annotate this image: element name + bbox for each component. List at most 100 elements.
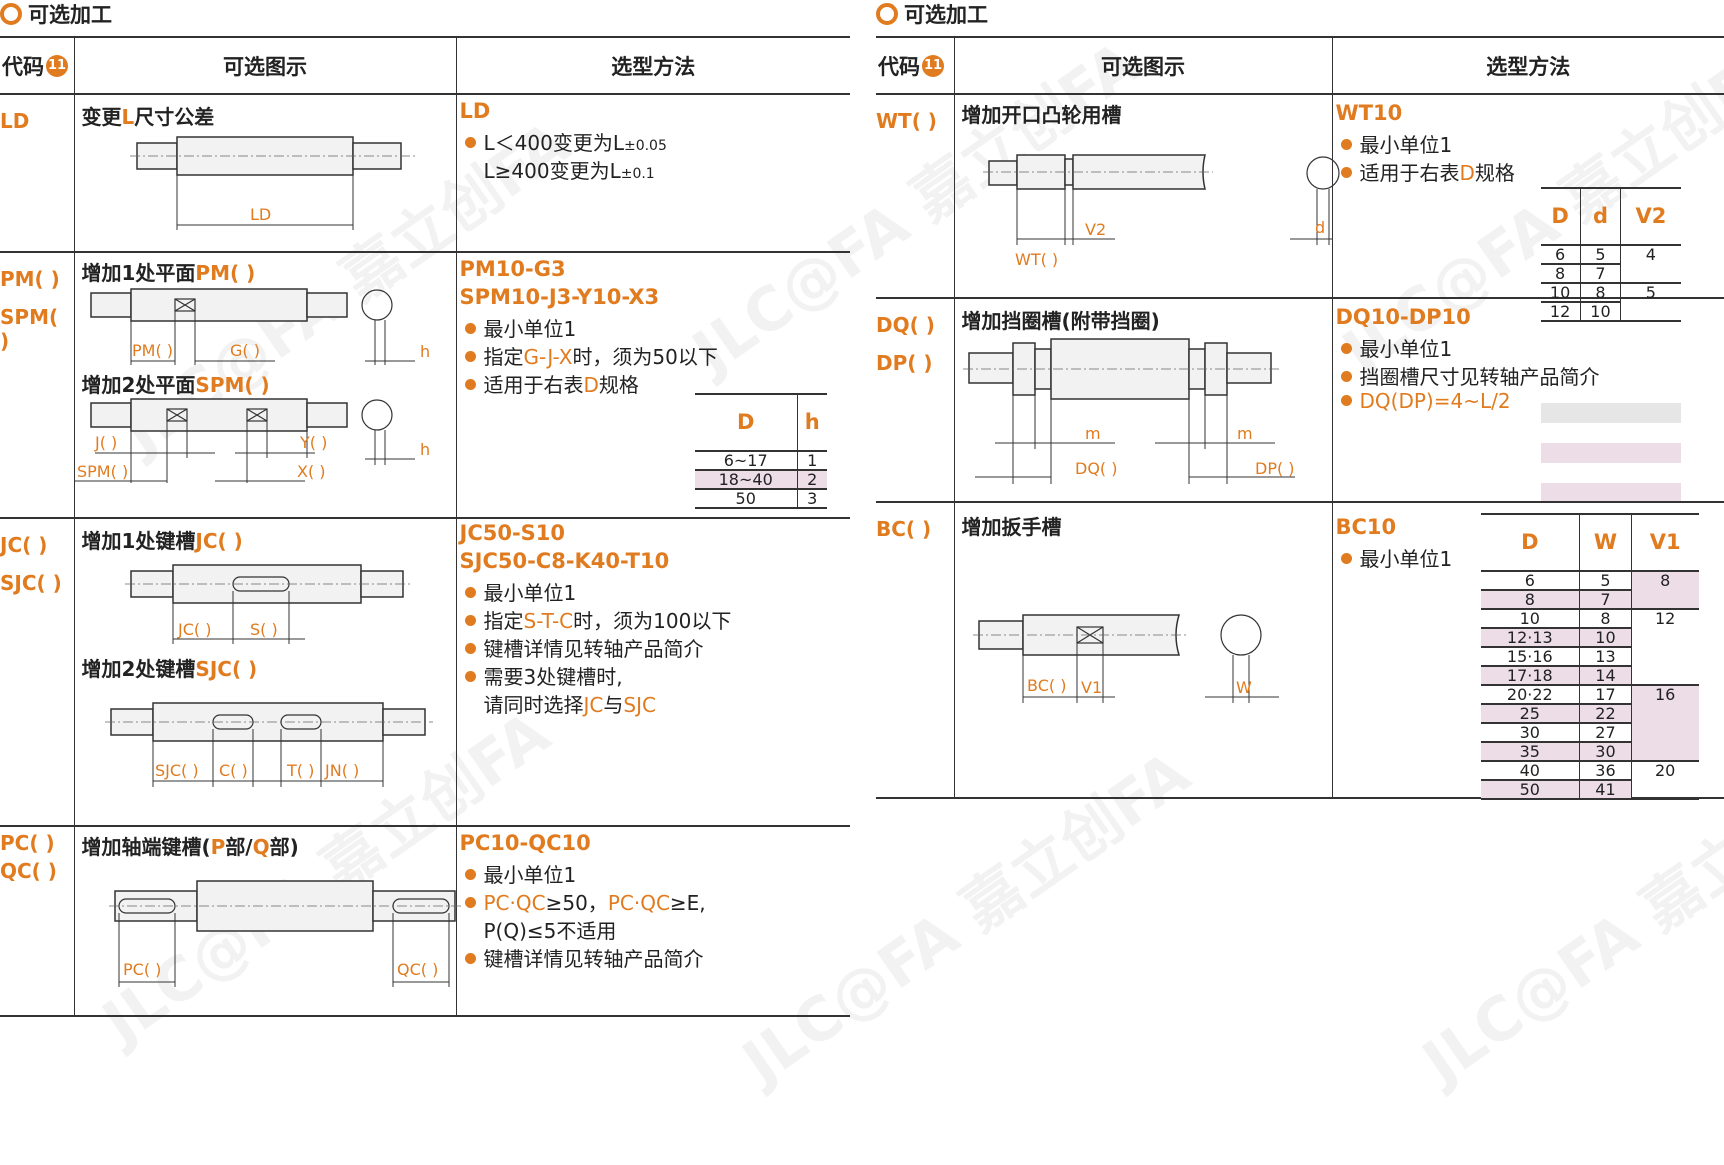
row-pm: PM( )SPM( ) 增加1处平面PM( ) 增加2处平面SPM( ) PM(… xyxy=(0,252,850,519)
shaft-drawing-bc: BC( ) V1 W xyxy=(972,614,1279,703)
decor-band xyxy=(1540,403,1681,423)
dim-label: JC( ) xyxy=(177,620,211,639)
bullet-item: 挡圈槽尺寸见转轴产品简介 xyxy=(1341,361,1600,390)
selection-code: PC10-QC10 xyxy=(459,831,591,855)
dim-label: T( ) xyxy=(286,761,314,780)
dim-label: DP( ) xyxy=(1255,459,1295,478)
figure-label: 变更L尺寸公差 xyxy=(81,105,215,129)
selection-code: LD xyxy=(459,99,491,123)
bullet-item: PC·QC≥50，PC·QC≥E, xyxy=(465,887,706,916)
section-title-left: 可选加工 xyxy=(0,0,112,28)
bullet-item: 适用于右表D规格 xyxy=(465,369,639,398)
dim-label: W xyxy=(1236,678,1252,697)
bullet-item: 键槽详情见转轴产品简介 xyxy=(465,633,704,662)
row-wt: WT( ) 增加开口凸轮用槽 V2 WT( ) d WT10 最小单位1 xyxy=(876,94,1724,322)
figure-label: 增加开口凸轮用槽 xyxy=(961,103,1122,127)
selection-code: SPM10-J3-Y10-X3 xyxy=(459,285,660,309)
bullet-item: 最小单位1 xyxy=(1341,333,1453,362)
figure-label: 增加2处平面SPM( ) xyxy=(81,373,270,397)
bullet-item: P(Q)≤5不适用 xyxy=(483,919,617,943)
dim-label: PC( ) xyxy=(123,960,161,979)
code-jc: JC( )SJC( ) xyxy=(0,518,75,827)
dim-label: S( ) xyxy=(250,620,278,639)
figure-label: 增加2处键槽SJC( ) xyxy=(81,657,258,681)
bullet-item: 适用于右表D规格 xyxy=(1341,157,1515,186)
selection-code: JC50-S10 xyxy=(459,521,566,545)
code-bc: BC( ) xyxy=(876,502,955,799)
dim-label: BC( ) xyxy=(1027,676,1066,695)
header-method: 选型方法 xyxy=(455,36,850,95)
decor-band xyxy=(1540,483,1681,501)
dim-label: V1 xyxy=(1081,678,1102,697)
dim-label: h xyxy=(420,342,430,361)
dim-label: d xyxy=(1315,218,1325,237)
header-figure: 可选图示 xyxy=(73,36,457,95)
figure-label: 增加挡圈槽(附带挡圈) xyxy=(961,309,1160,333)
dim-label: J( ) xyxy=(94,433,117,452)
decor-band xyxy=(1540,443,1681,463)
dim-label: V2 xyxy=(1085,220,1106,239)
code-dq: DQ( )DP( ) xyxy=(876,298,955,503)
dim-label: JN( ) xyxy=(324,761,359,780)
bullet-item: L＜400变更为L±0.05 xyxy=(465,127,667,156)
header-method: 选型方法 xyxy=(1331,36,1724,95)
method-ld: LD L＜400变更为L±0.05 L≥400变更为L±0.1 xyxy=(455,94,850,253)
dim-label: DQ( ) xyxy=(1075,459,1117,478)
figure-ld: 变更L尺寸公差 LD xyxy=(73,94,457,253)
bullet-item: DQ(DP)=4~L/2 xyxy=(1341,389,1511,413)
dim-label: h xyxy=(420,440,430,459)
dim-label: Y( ) xyxy=(299,433,327,452)
shaft-drawing-ld: LD xyxy=(129,136,415,230)
dim-label: X( ) xyxy=(297,462,326,481)
method-pm: PM10-G3 SPM10-J3-Y10-X3 最小单位1 指定G-J-X时，须… xyxy=(455,252,850,519)
figure-label: 增加扳手槽 xyxy=(961,515,1062,539)
ring-icon xyxy=(0,3,22,25)
bullet-item: 最小单位1 xyxy=(465,313,577,342)
method-pc: PC10-QC10 最小单位1 PC·QC≥50，PC·QC≥E, P(Q)≤5… xyxy=(455,826,850,1017)
figure-pm: 增加1处平面PM( ) 增加2处平面SPM( ) PM( ) G( ) h xyxy=(73,252,457,519)
row-dq: DQ( )DP( ) 增加挡圈槽(附带挡圈) m m DQ( ) DP( ) xyxy=(876,298,1724,503)
code-pc: PC( )QC( ) xyxy=(0,826,75,1017)
figure-label: 增加轴端键槽(P部/Q部) xyxy=(81,835,299,859)
code-ld: LD xyxy=(0,94,75,253)
code-pm: PM( )SPM( ) xyxy=(0,252,75,519)
section-title-text: 可选加工 xyxy=(28,3,112,27)
dim-label: C( ) xyxy=(219,761,248,780)
dim-label: SJC( ) xyxy=(155,761,199,780)
shaft-drawing-jc: JC( ) S( ) SJC( ) C( ) T( ) JN( ) xyxy=(104,564,433,787)
bullet-item: 指定G-J-X时，须为50以下 xyxy=(465,341,718,370)
badge-11: 11 xyxy=(922,54,944,77)
figure-dq: 增加挡圈槽(附带挡圈) m m DQ( ) DP( ) xyxy=(953,298,1333,503)
bullet-item: L≥400变更为L±0.1 xyxy=(483,159,655,183)
bullet-item: 最小单位1 xyxy=(465,859,577,888)
dim-label: QC( ) xyxy=(397,960,438,979)
row-ld: LD 变更L尺寸公差 LD LD L＜400变更为L±0.05 L≥400变更为… xyxy=(0,94,850,253)
bullet-item: 请同时选择JC与SJC xyxy=(483,693,656,717)
selection-code: SJC50-C8-K40-T10 xyxy=(459,549,670,573)
selection-code: DQ10-DP10 xyxy=(1335,305,1471,329)
dim-label: G( ) xyxy=(230,341,260,360)
selection-code: WT10 xyxy=(1335,101,1403,125)
code-wt: WT( ) xyxy=(876,94,955,299)
bullet-item: 需要3处键槽时, xyxy=(465,661,623,690)
shaft-drawing-dq: m m DQ( ) DP( ) xyxy=(962,338,1295,484)
dim-label: WT( ) xyxy=(1015,250,1058,269)
selection-code: PM10-G3 xyxy=(459,257,566,281)
bullet-item: 键槽详情见转轴产品简介 xyxy=(465,943,704,972)
shaft-drawing-pm: PM( ) G( ) h J( ) Y( ) h S xyxy=(74,288,430,483)
figure-wt: 增加开口凸轮用槽 V2 WT( ) d xyxy=(953,94,1340,299)
bullet-item: 指定S-T-C时，须为100以下 xyxy=(465,605,732,634)
method-dq: DQ10-DP10 最小单位1 挡圈槽尺寸见转轴产品简介 DQ(DP)=4~L/… xyxy=(1331,298,1724,503)
figure-pc: 增加轴端键槽(P部/Q部) PC( ) QC( ) xyxy=(73,826,461,1017)
bullet-item: 最小单位1 xyxy=(1341,129,1453,158)
section-title-right: 可选加工 xyxy=(876,0,988,28)
bullet-item: 最小单位1 xyxy=(1341,543,1453,572)
dim-label: PM( ) xyxy=(132,341,173,360)
shaft-drawing-wt: V2 WT( ) d xyxy=(982,154,1340,269)
